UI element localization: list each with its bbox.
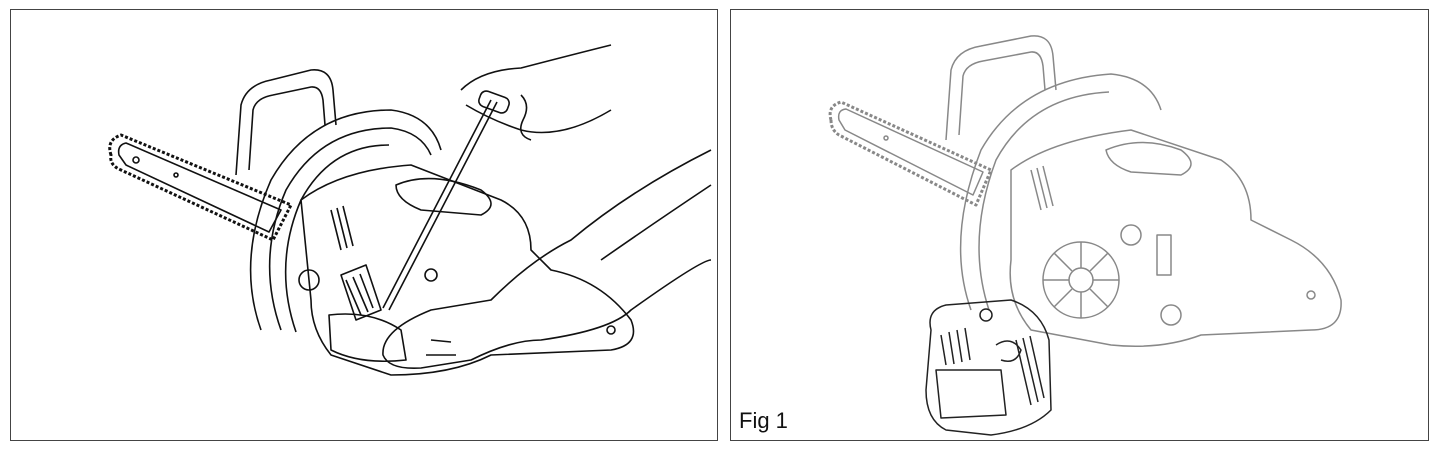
- chainsaw-cover-removed-illustration: [828, 35, 1342, 436]
- illustration-panel-fig1: Fig 1: [730, 9, 1429, 441]
- illustration-panel-removing-cover: [10, 9, 718, 441]
- chainsaw-with-hands-illustration: [108, 44, 712, 376]
- figure-caption: Fig 1: [739, 408, 788, 433]
